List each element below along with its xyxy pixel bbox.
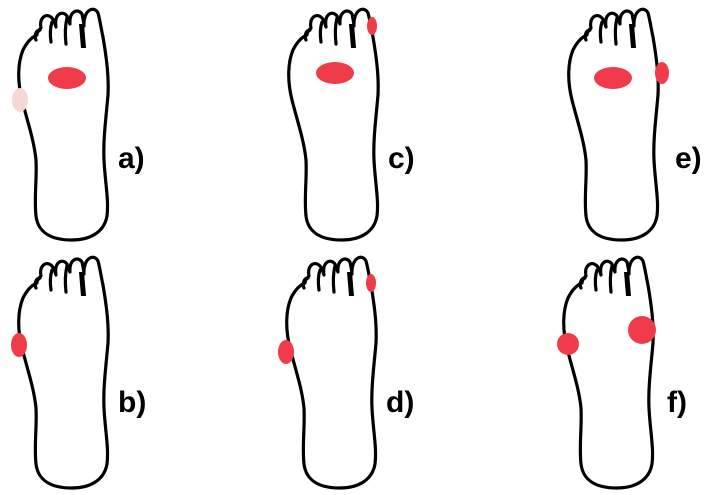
panel-label-f: f) (667, 386, 687, 419)
foot-panel-e: e) (569, 9, 702, 240)
foot-panel-c: c) (289, 9, 415, 240)
panel-label-c: c) (388, 142, 415, 175)
foot-panel-b: b) (11, 257, 146, 488)
foot-panel-f: f) (557, 257, 687, 488)
lesion-big-toe-tip-d (366, 274, 376, 292)
foot-outline-e (569, 9, 658, 240)
lesion-lateral-forefoot-f (557, 333, 579, 355)
lesion-forefoot-center-e (594, 67, 632, 89)
foot-outline-c (289, 9, 378, 240)
lesion-lateral-midfoot-d (278, 340, 294, 364)
foot-outline-f (564, 257, 653, 488)
lesion-forefoot-center-c (316, 62, 354, 84)
lesion-lateral-midfoot-faded-a (12, 88, 28, 112)
lesion-forefoot-center-a (48, 67, 86, 89)
foot-outline-d (287, 257, 376, 488)
lesion-big-toe-tip-c (367, 17, 377, 35)
foot-outline-a (19, 9, 108, 240)
lesion-medial-ball-e (655, 62, 669, 84)
panel-label-a: a) (118, 142, 145, 175)
foot-panel-a: a) (12, 9, 145, 240)
lesion-lateral-midfoot-b (11, 333, 27, 357)
panel-label-b: b) (118, 386, 146, 419)
lesion-big-toe-ball-f (628, 316, 656, 344)
foot-panel-d: d) (278, 257, 414, 488)
panel-label-e: e) (675, 142, 702, 175)
panel-label-d: d) (386, 386, 414, 419)
foot-outline-b (19, 257, 108, 488)
